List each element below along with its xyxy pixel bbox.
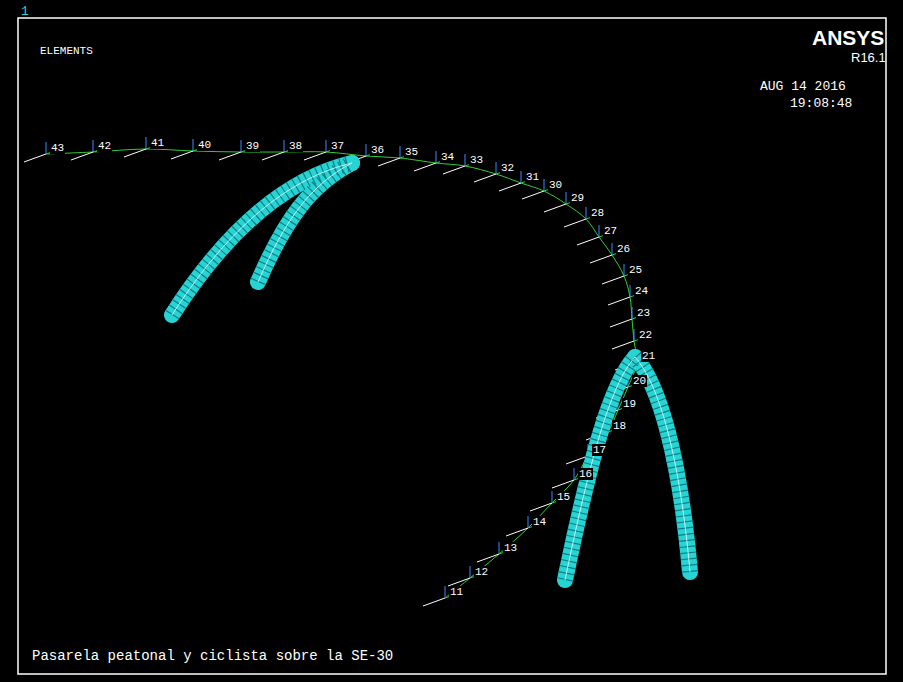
node-number: 29 [570,192,585,204]
node-number: 15 [556,491,571,503]
node-number: 28 [590,207,605,219]
node-triad [423,586,451,606]
node-triad [499,171,527,191]
node-number: 37 [330,140,345,152]
node-triad [262,140,290,160]
node-triad [448,566,476,586]
node-number: 26 [616,243,631,255]
node-number: 31 [525,171,540,183]
node-triad [124,137,152,157]
node-number: 35 [404,146,419,158]
node-triad [602,264,630,284]
node-number: 11 [449,586,464,598]
plot-title: Pasarela peatonal y ciclista sobre la SE… [32,648,393,664]
node-number: 12 [474,566,489,578]
software-name: ANSYS [812,26,884,49]
node-number: 38 [288,140,303,152]
node-triad [24,142,52,162]
node-triad [612,329,640,349]
node-number: 19 [622,398,637,410]
node-triad [477,542,505,562]
node-number: 21 [641,350,656,362]
node-triad [506,516,534,536]
node-number: 22 [638,329,653,341]
node-number: 14 [532,516,547,528]
node-triad [530,491,558,511]
plot-type: ELEMENTS [40,45,93,58]
node-triad [564,207,592,227]
node-triad [608,285,636,305]
node-triad [590,243,618,263]
node-triad [304,140,332,160]
node-triad [171,139,199,159]
plot-time: 19:08:48 [790,96,852,111]
node-number: 20 [632,375,647,387]
node-number: 18 [612,420,627,432]
node-number: 36 [370,144,385,156]
deck-axis [24,137,643,606]
node-number: 33 [469,154,484,166]
node-number: 23 [636,307,651,319]
node-triad [71,140,99,160]
node-triad [544,192,572,212]
node-number: 16 [578,468,593,480]
deck-line [46,149,637,598]
node-number: 27 [603,225,618,237]
node-number: 25 [628,264,643,276]
window-frame [18,18,886,674]
node-triad [552,468,580,488]
plot-date: AUG 14 2016 [760,79,846,94]
node-triad [610,307,638,327]
node-number: 32 [500,162,515,174]
node-number: 13 [503,542,518,554]
software-version: R16.1 [851,50,886,65]
arch-tubes [172,163,690,580]
view-number: 1 [21,4,29,19]
node-number: 34 [440,151,455,163]
node-triad [577,225,605,245]
node-number: 42 [97,140,112,152]
node-triad [219,140,247,160]
node-number: 24 [634,285,649,297]
node-number: 30 [548,179,563,191]
node-number: 17 [592,444,607,456]
node-number: 39 [245,140,260,152]
node-number: 43 [50,142,65,154]
node-number: 41 [150,137,165,149]
node-number: 40 [197,139,212,151]
